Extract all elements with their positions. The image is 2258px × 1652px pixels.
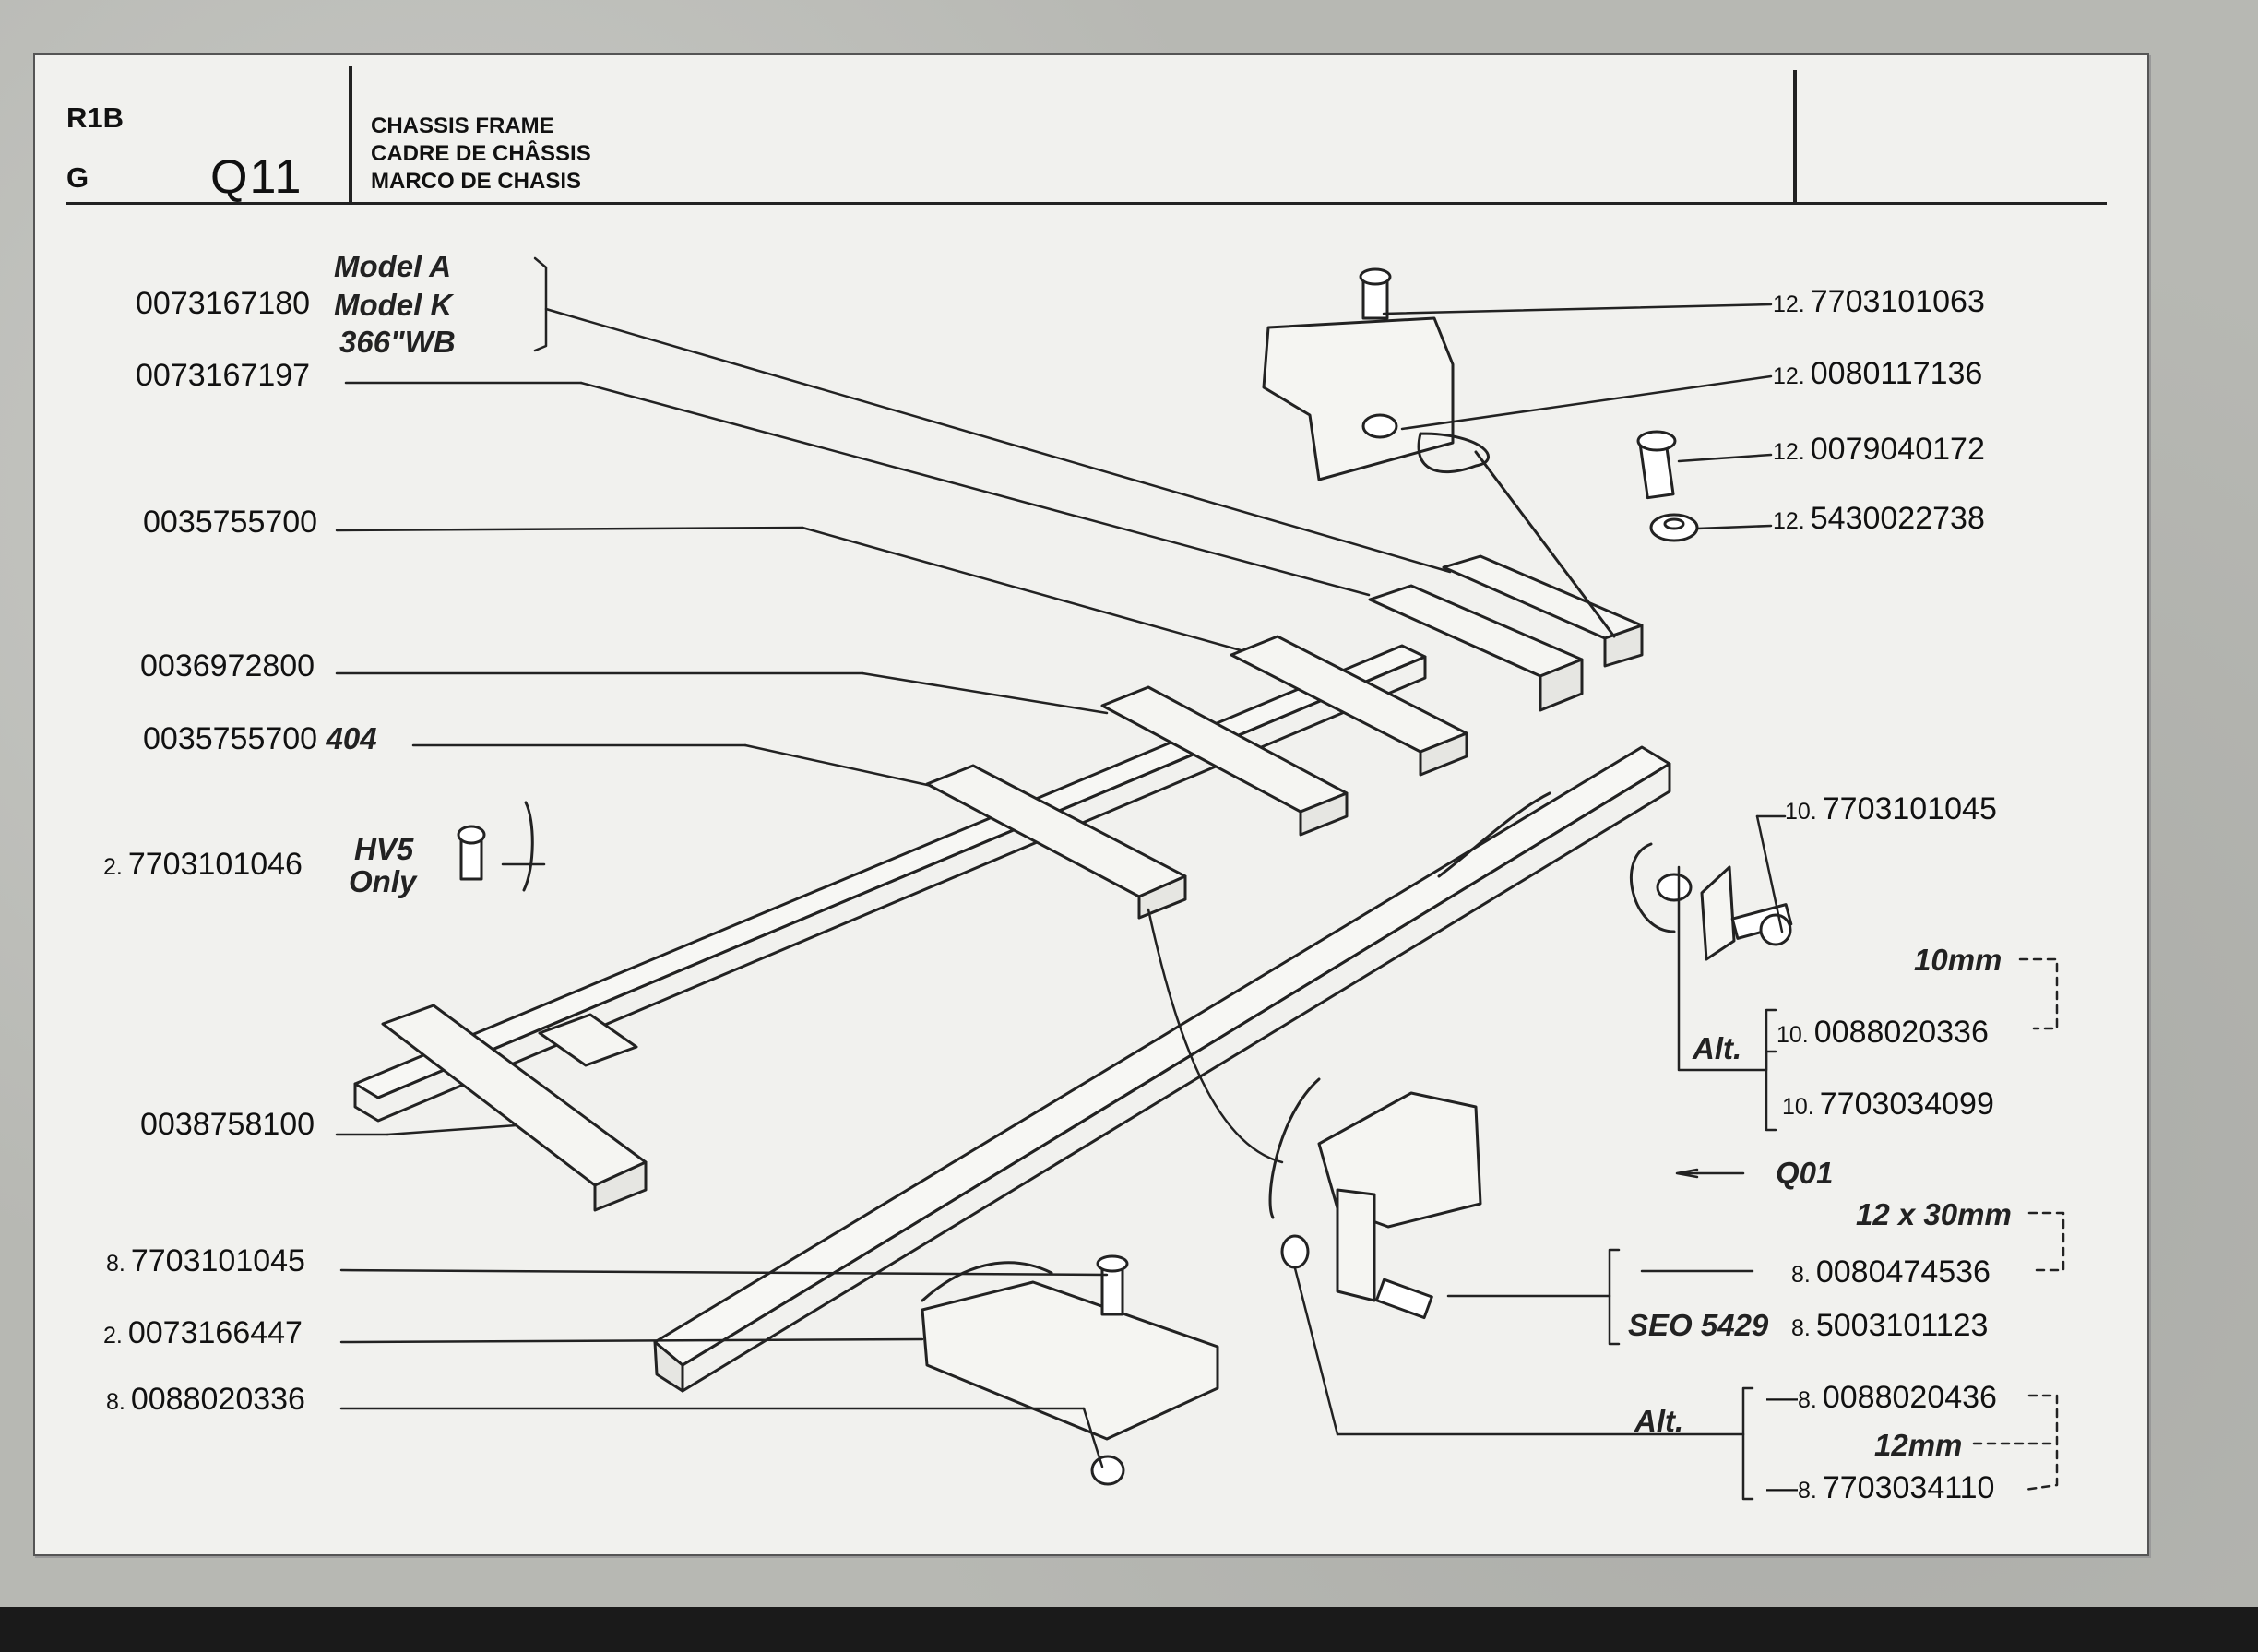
spring-hanger-bracket	[1268, 1077, 1482, 1320]
part-label: 12.5430022738	[1773, 501, 1985, 537]
top-bracket	[1262, 267, 1616, 638]
part-number: 0080474536	[1815, 1254, 1991, 1290]
part-qty: 8.	[1791, 1315, 1811, 1341]
note-12x30mm: 12 x 30mm	[1856, 1197, 2012, 1231]
part-number: 0080117136	[1810, 356, 1983, 391]
part-qty: 10.	[1785, 799, 1817, 825]
part-label: 12.7703101063	[1773, 284, 1985, 320]
hv5-bolt	[457, 801, 534, 892]
note-alternative: Alt.	[1634, 1404, 1684, 1438]
part-label: —8.7703034110	[1766, 1470, 1995, 1505]
title-english: CHASSIS FRAME	[371, 113, 554, 138]
note-only: Only	[349, 864, 417, 898]
part-number: 7703034099	[1819, 1087, 1994, 1122]
note-seo-5429: SEO 5429	[1628, 1308, 1769, 1342]
crossmember-2	[1100, 685, 1349, 837]
side-rail-right	[653, 745, 1671, 1393]
part-qty: 12.	[1773, 363, 1805, 389]
part-label: 0035755700	[143, 505, 317, 541]
part-number: 7703034110	[1822, 1470, 1995, 1505]
part-label: 10.0088020336	[1777, 1015, 1989, 1051]
dashed-brackets	[1972, 957, 2065, 1492]
note-404: 404	[326, 721, 377, 755]
section-letter: G	[66, 161, 89, 194]
part-qty: 8.	[1798, 1478, 1817, 1503]
header-divider	[349, 66, 352, 205]
crossmember-1	[925, 764, 1187, 920]
part-number: 0088020436	[1822, 1380, 1997, 1415]
part-number: 0073167180	[136, 286, 311, 321]
rear-crossmember	[381, 1004, 648, 1212]
title-french: CADRE DE CHÂSSIS	[371, 141, 591, 166]
bottom-mount-plate	[921, 1254, 1219, 1486]
part-label: 0073167197	[136, 358, 310, 394]
part-label: 0035755700 404	[143, 721, 377, 757]
part-number: 0035755700	[143, 505, 318, 540]
part-label: 8.7703101045	[106, 1243, 305, 1279]
part-label: —8.0088020436	[1766, 1380, 1997, 1415]
scan-bottom-edge	[0, 1607, 2258, 1652]
part-label: 0073167180	[136, 286, 310, 322]
part-label: 12.0080117136	[1773, 356, 1982, 392]
note-model-k: Model K	[334, 288, 453, 322]
part-label: 12.0079040172	[1773, 432, 1985, 468]
part-number: 0038758100	[140, 1107, 315, 1142]
part-qty: 8.	[1798, 1387, 1817, 1413]
note-alternative: Alt.	[1693, 1031, 1742, 1065]
note-model-a: Model A	[334, 249, 452, 283]
loose-bolt-0079040172	[1636, 430, 1677, 500]
part-number: 0088020336	[1813, 1015, 1989, 1050]
part-label: 2.7703101046	[103, 847, 303, 883]
part-number: 7703101063	[1810, 284, 1985, 319]
part-number: 5003101123	[1815, 1308, 1989, 1343]
rear-hanger-mount	[1630, 842, 1793, 961]
part-label: 8.0088020336	[106, 1382, 305, 1418]
plate-code: Q11	[210, 150, 303, 204]
part-qty: 2.	[103, 1323, 123, 1349]
side-rail-left	[353, 644, 1427, 1123]
part-label: 0036972800	[140, 648, 315, 684]
part-number: 5430022738	[1810, 501, 1985, 536]
part-qty: 8.	[106, 1389, 125, 1415]
part-qty: 8.	[106, 1251, 125, 1277]
note-10mm: 10mm	[1914, 943, 2002, 977]
part-label: 8.5003101123	[1791, 1308, 1988, 1344]
part-number: 0079040172	[1810, 432, 1985, 467]
part-number: 0073167197	[136, 358, 311, 393]
part-qty: 2.	[103, 854, 123, 880]
header-divider-right	[1793, 70, 1797, 203]
note-ref-q01: Q01	[1776, 1156, 1834, 1190]
crossmember-5	[1442, 554, 1644, 668]
part-number: 7703101045	[1822, 791, 1997, 826]
loose-nut-5430022738	[1649, 513, 1699, 542]
part-qty: 10.	[1777, 1022, 1809, 1048]
part-label: 10.7703034099	[1782, 1087, 1994, 1123]
note-12mm: 12mm	[1874, 1428, 1963, 1462]
part-label: 8.0080474536	[1791, 1254, 1991, 1290]
leader-lines	[335, 256, 1787, 1501]
part-label: 2.0073166447	[103, 1315, 303, 1351]
part-number: 7703101045	[130, 1243, 305, 1278]
note-hv5: HV5	[354, 832, 414, 866]
part-qty: 8.	[1791, 1262, 1811, 1288]
title-spanish: MARCO DE CHASIS	[371, 169, 582, 194]
header-rule	[66, 202, 2107, 205]
part-label: 0038758100	[140, 1107, 315, 1143]
part-number: 0088020336	[130, 1382, 305, 1417]
part-qty: 12.	[1773, 508, 1805, 534]
part-number: 7703101046	[127, 847, 303, 882]
crossmember-4	[1368, 584, 1584, 712]
part-qty: 10.	[1782, 1094, 1814, 1120]
part-number: 0035755700	[143, 721, 318, 756]
model-code: R1B	[66, 101, 125, 134]
part-number: 0073166447	[127, 1315, 303, 1350]
crossmember-3	[1230, 635, 1468, 777]
part-label: 10.7703101045	[1785, 791, 1997, 827]
part-qty: 12.	[1773, 291, 1805, 317]
part-number: 0036972800	[140, 648, 315, 683]
note-wheelbase: 366"WB	[339, 325, 456, 359]
part-qty: 12.	[1773, 439, 1805, 465]
